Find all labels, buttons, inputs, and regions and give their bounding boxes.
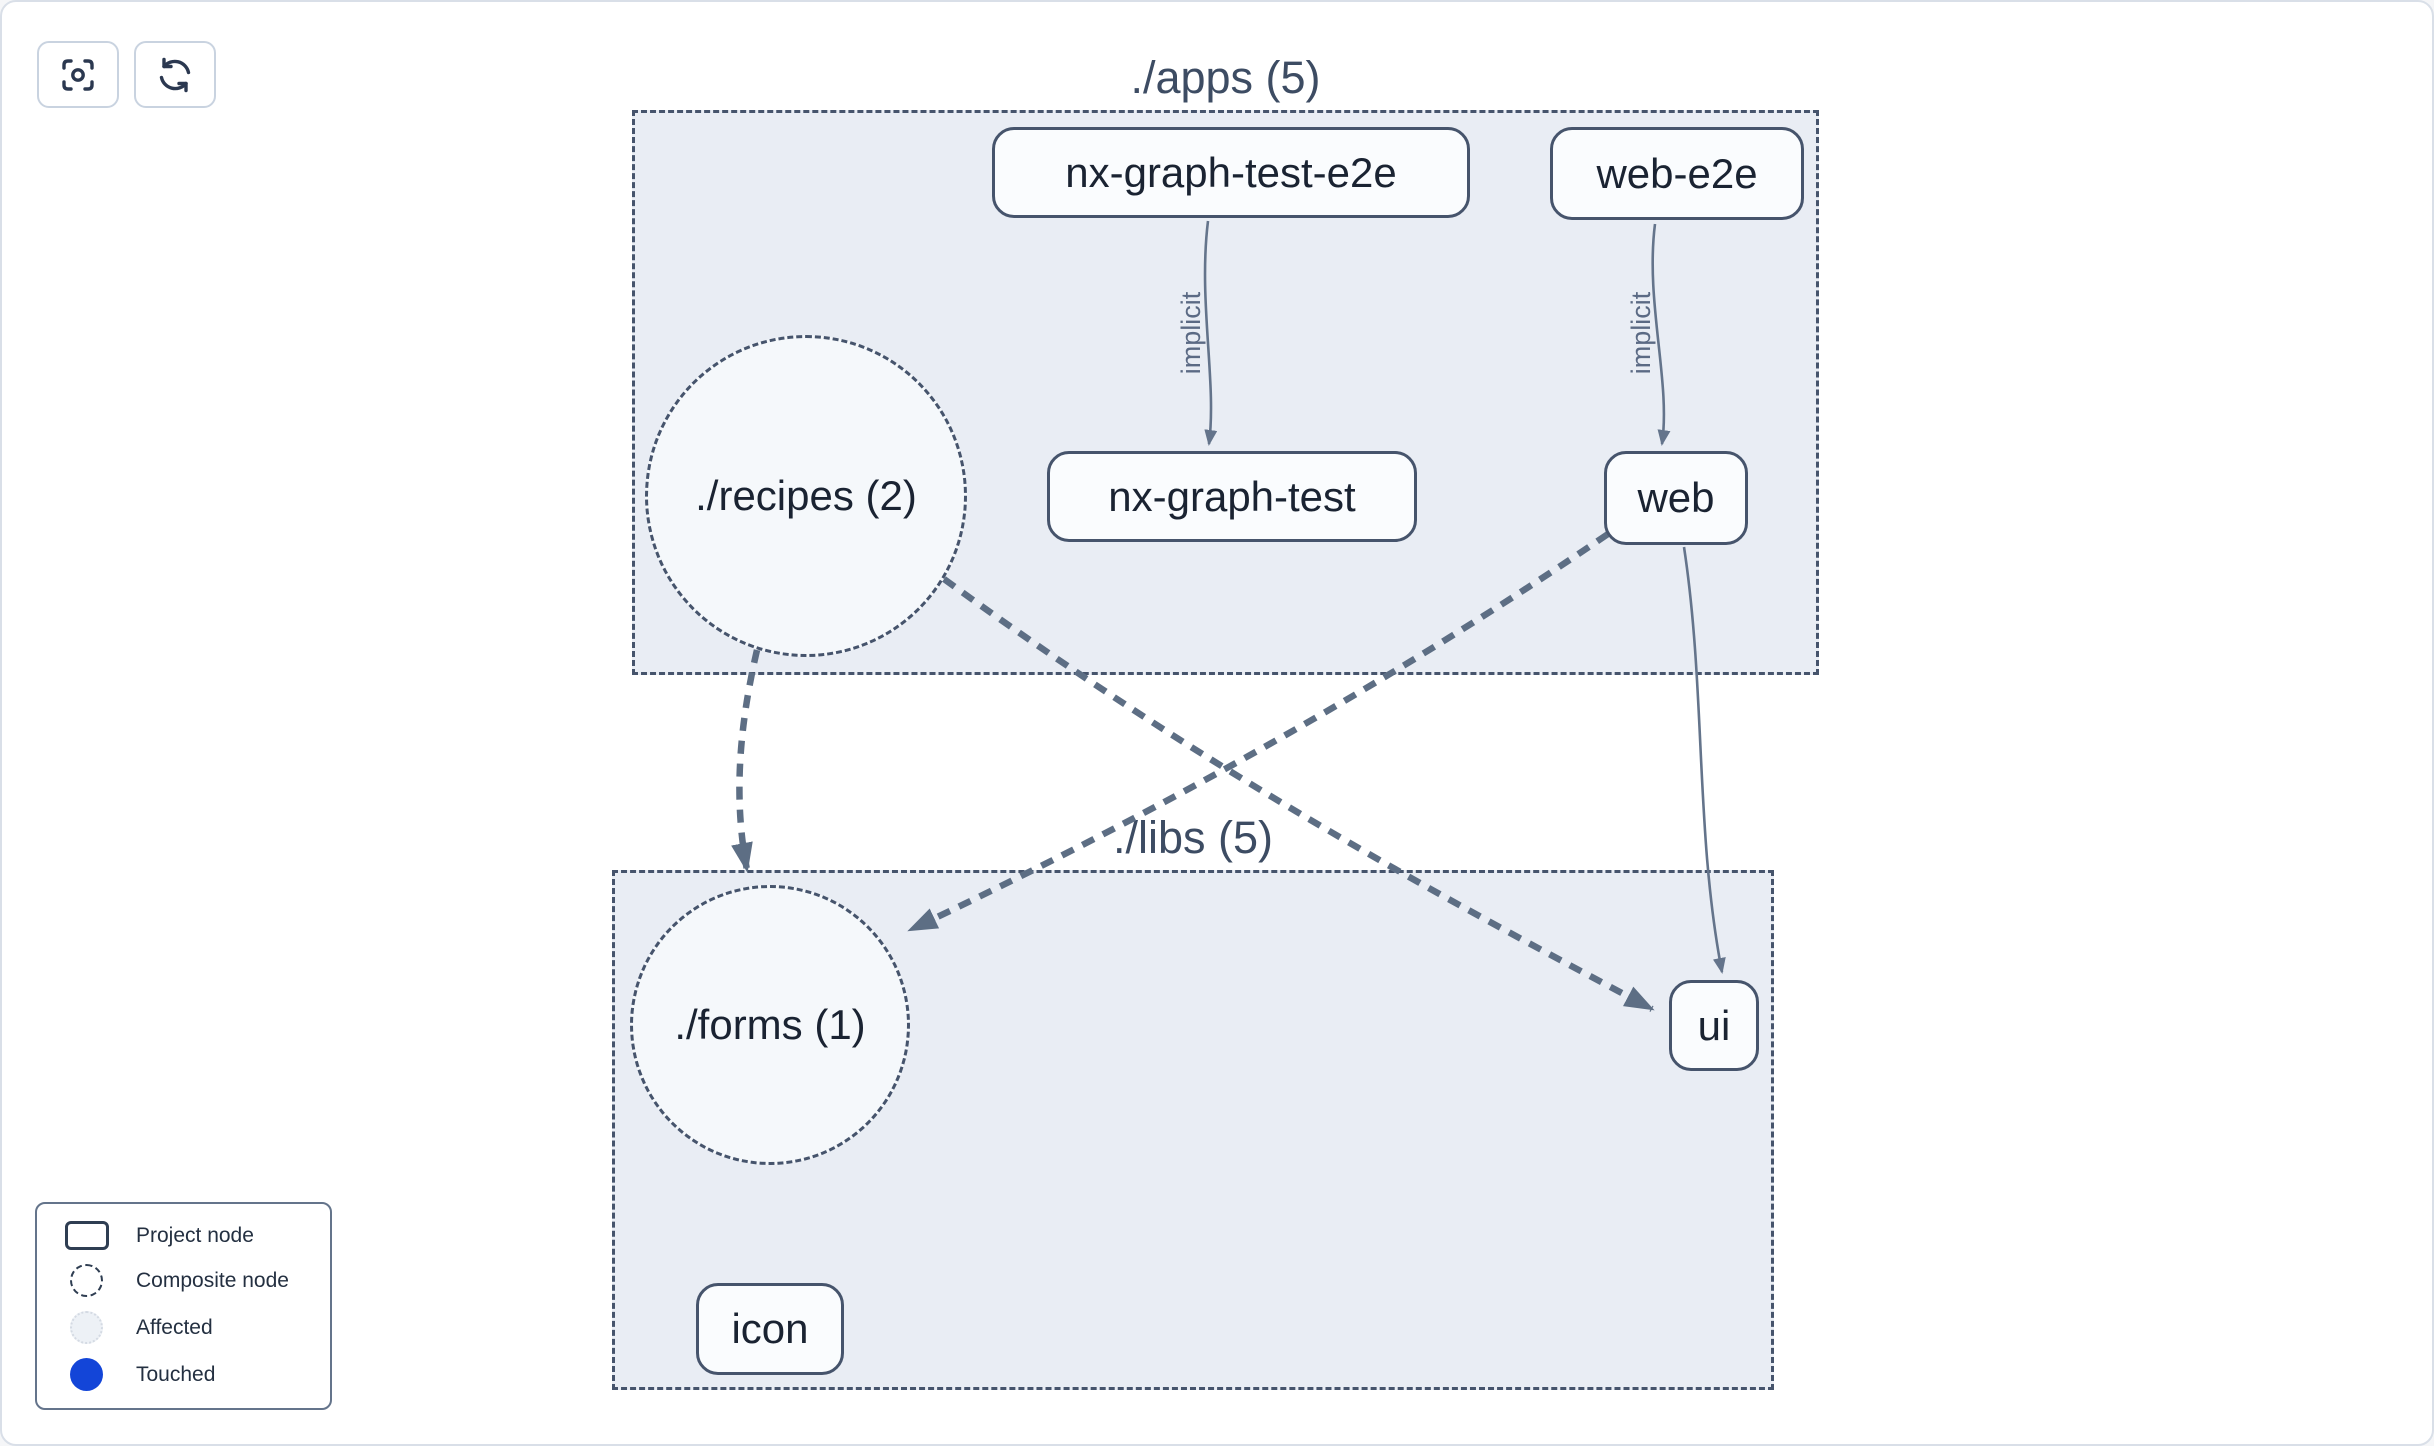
focus-button[interactable] [37, 41, 119, 108]
legend-item-project-node: Project node [37, 1221, 330, 1250]
edge-web-to-ui [1682, 546, 1726, 974]
project-node-web-e2e[interactable]: web-e2e [1550, 127, 1804, 220]
edge-web-to-forms [907, 531, 1610, 933]
touched-swatch-icon [70, 1358, 103, 1391]
project-node-nx-graph-test-e2e[interactable]: nx-graph-test-e2e [992, 127, 1470, 218]
project-node-icon[interactable]: icon [696, 1283, 844, 1375]
affected-swatch-icon [70, 1311, 103, 1344]
legend-item-composite-node: Composite node [37, 1264, 330, 1297]
composite-node-recipes-label: ./recipes (2) [695, 472, 917, 519]
legend-item-touched: Touched [37, 1358, 330, 1391]
project-node-icon-label: icon [731, 1305, 809, 1352]
group-apps-title: ./apps (5) [1130, 52, 1321, 103]
refresh-button[interactable] [134, 41, 216, 108]
legend-label: Touched [136, 1362, 216, 1386]
composite-node-forms-label: ./forms (1) [674, 1001, 866, 1048]
legend-label: Composite node [136, 1268, 289, 1292]
project-node-ui-label: ui [1697, 1001, 1731, 1049]
legend-item-affected: Affected [37, 1311, 330, 1344]
legend-label: Affected [136, 1315, 213, 1339]
composite-node-swatch-icon [70, 1264, 103, 1297]
project-node-web-e2e-label: web-e2e [1596, 149, 1758, 197]
composite-node-forms[interactable]: ./forms (1) [630, 885, 910, 1165]
refresh-icon [159, 57, 191, 92]
edge-recipes-to-forms [731, 649, 761, 873]
group-libs-title: ./libs (5) [1112, 812, 1274, 863]
focus-icon [62, 58, 94, 91]
project-node-web[interactable]: web [1604, 451, 1748, 545]
edge-web-e2e-to-web [1651, 223, 1671, 446]
legend: Project node Composite node Affected Tou… [35, 1202, 332, 1410]
edge-recipes-to-ui [942, 576, 1655, 1012]
project-node-web-label: web [1637, 474, 1715, 521]
edge-nx-graph-test-e2e-to-nx-graph-test [1203, 220, 1218, 446]
project-node-ui[interactable]: ui [1669, 980, 1759, 1071]
project-node-nx-graph-test[interactable]: nx-graph-test [1047, 451, 1417, 542]
project-node-swatch-icon [64, 1221, 109, 1250]
project-node-nx-graph-test-label: nx-graph-test [1108, 472, 1356, 520]
edge-label-implicit-1: implicit [1176, 291, 1206, 374]
legend-label: Project node [136, 1223, 254, 1247]
project-node-nx-graph-test-e2e-label: nx-graph-test-e2e [1065, 148, 1397, 196]
edge-label-implicit-2: implicit [1626, 291, 1656, 374]
composite-node-recipes[interactable]: ./recipes (2) [645, 335, 967, 657]
